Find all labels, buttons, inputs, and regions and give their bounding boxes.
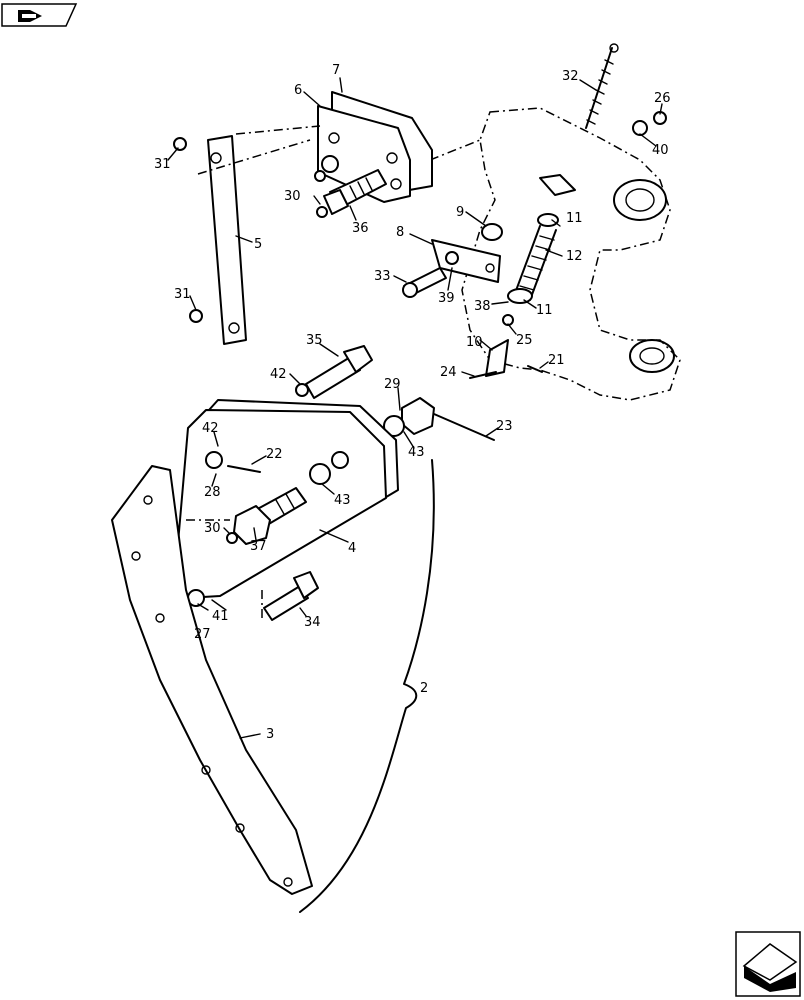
callout-28: 28 xyxy=(204,485,221,500)
callout-31-lower: 31 xyxy=(174,287,191,302)
spring-12 xyxy=(507,213,559,304)
callout-7: 7 xyxy=(332,63,340,78)
callout-32: 32 xyxy=(562,69,579,84)
bolt-37 xyxy=(233,487,307,545)
spring-rod-32 xyxy=(585,43,619,129)
callout-10: 10 xyxy=(466,335,483,350)
castle-nut-29 xyxy=(383,397,495,441)
bolt-34 xyxy=(263,571,319,621)
bolt-33 xyxy=(402,267,447,298)
bolt-35 xyxy=(295,345,373,399)
callout-43-center: 43 xyxy=(334,493,351,508)
nut-26-washer-40 xyxy=(632,111,667,136)
callout-31-upper: 31 xyxy=(154,157,171,172)
callout-39: 39 xyxy=(438,291,455,306)
callout-9: 9 xyxy=(456,205,464,220)
upper-bracket-plates xyxy=(317,91,433,203)
callout-2: 2 xyxy=(420,681,428,696)
assembly-brace xyxy=(299,459,435,913)
bracket-8 xyxy=(431,223,503,283)
callout-30-lower: 30 xyxy=(204,521,221,536)
callout-34: 34 xyxy=(304,615,321,630)
callout-23: 23 xyxy=(496,419,513,434)
callout-36: 36 xyxy=(352,221,369,236)
forward-nav-icon[interactable] xyxy=(735,931,801,997)
callout-3: 3 xyxy=(266,727,274,742)
callout-38: 38 xyxy=(474,299,491,314)
callout-4: 4 xyxy=(348,541,356,556)
callout-26: 26 xyxy=(654,91,671,106)
link-bar xyxy=(197,125,321,345)
callout-43-right: 43 xyxy=(408,445,425,460)
callout-29: 29 xyxy=(384,377,401,392)
callout-25: 25 xyxy=(516,333,533,348)
bolt-36 xyxy=(323,169,387,215)
callout-42-lower: 42 xyxy=(202,421,219,436)
callout-21: 21 xyxy=(548,353,565,368)
callout-24: 24 xyxy=(440,365,457,380)
shank-3 xyxy=(111,465,313,895)
callout-8: 8 xyxy=(396,225,404,240)
callout-11-lower: 11 xyxy=(536,303,553,318)
callout-6: 6 xyxy=(294,83,302,98)
callout-5: 5 xyxy=(254,237,262,252)
back-nav-icon[interactable] xyxy=(1,3,78,27)
callout-37: 37 xyxy=(250,539,267,554)
callout-41: 41 xyxy=(212,609,229,624)
callout-11-upper: 11 xyxy=(566,211,583,226)
lever-10 xyxy=(469,314,543,379)
callout-12: 12 xyxy=(566,249,583,264)
callout-22: 22 xyxy=(266,447,283,462)
callout-42-upper: 42 xyxy=(270,367,287,382)
callout-labels: 7 6 32 26 40 31 5 30 36 9 11 8 12 33 39 … xyxy=(154,63,671,742)
callout-35: 35 xyxy=(306,333,323,348)
leader-lines xyxy=(167,77,663,739)
callout-40: 40 xyxy=(652,143,669,158)
callout-30-upper: 30 xyxy=(284,189,301,204)
callout-27: 27 xyxy=(194,627,211,642)
small-fasteners xyxy=(173,137,328,607)
callout-33: 33 xyxy=(374,269,391,284)
mounting-casting xyxy=(429,107,681,401)
